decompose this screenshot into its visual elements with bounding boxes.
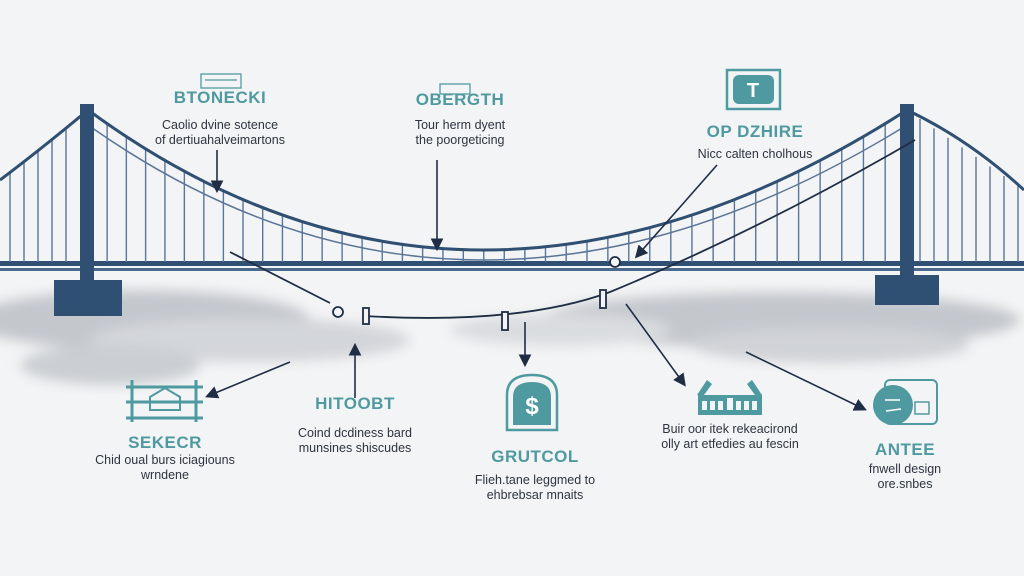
dollar-sign: $ — [525, 393, 539, 420]
building-icon — [697, 380, 762, 415]
lower-cable — [229, 139, 916, 331]
house-frame-icon — [126, 380, 203, 422]
right-tower — [875, 104, 939, 305]
sign-icon — [200, 73, 471, 95]
block-desc-line: olly art etfedies au fescin — [661, 437, 799, 451]
block-title: SEKECR — [128, 433, 202, 452]
block-desc-line: of dertiuahalveimartons — [155, 133, 285, 147]
block-desc-line: the poorgeticing — [415, 133, 505, 147]
block-desc-line: Coind dcdiness bard — [298, 426, 412, 440]
mist — [0, 290, 1020, 385]
t-letter: T — [747, 80, 759, 102]
block-title: BTONECKI — [173, 88, 267, 107]
block-title: OP DZHIRE — [706, 122, 804, 141]
block-hitoobt: HITOOBT Coind dcdiness bard munsines shi… — [280, 394, 430, 456]
bridge-deck — [0, 261, 1024, 271]
block-sekecr: SEKECR Chid oual burs iciagiouns wrndene — [70, 433, 260, 483]
block-desc-line: Caolio dvine sotence — [161, 118, 279, 132]
block-desc-line: wrndene — [141, 468, 189, 482]
block-desc-line: Nicc calten cholhous — [697, 147, 813, 161]
bridge-hangers — [9, 118, 1019, 262]
block-buir: Buir oor itek rekeacirond olly art etfed… — [640, 422, 820, 452]
block-desc-line: ore.snbes — [877, 477, 933, 491]
block-title: HITOOBT — [315, 394, 395, 413]
block-desc-line: Buir oor itek rekeacirond — [662, 422, 798, 436]
block-title: ANTEE — [874, 440, 936, 459]
block-desc-line: Chid oual burs iciagiouns — [95, 453, 235, 467]
main-cables — [0, 108, 1024, 261]
block-grutcol: GRUTCOL Flieh.tane leggmed to ehbrebsar … — [450, 447, 620, 503]
block-desc-line: Flieh.tane leggmed to — [474, 473, 596, 487]
block-desc-line: ehbrebsar mnaits — [486, 488, 584, 502]
dollar-shield-icon: $ — [505, 373, 559, 432]
block-antee: ANTEE fnwell design ore.snbes — [850, 440, 960, 492]
pointer-arrows — [205, 150, 867, 411]
block-title: OBERGTH — [415, 90, 505, 109]
block-title: GRUTCOL — [491, 447, 579, 466]
t-badge-icon: T — [725, 68, 782, 111]
left-tower — [54, 104, 122, 316]
block-desc-line: Tour herm dyent — [414, 118, 506, 132]
document-circle-icon — [873, 379, 938, 425]
block-desc-line: munsines shiscudes — [298, 441, 412, 455]
block-desc-line: fnwell design — [868, 462, 942, 476]
block-btonecki: BTONECKI Caolio dvine sotence of dertiua… — [130, 88, 310, 148]
block-op-dzhire: OP DZHIRE Nicc calten cholhous — [670, 122, 840, 162]
block-obergth: OBERGTH Tour herm dyent the poorgeticing — [390, 90, 530, 148]
